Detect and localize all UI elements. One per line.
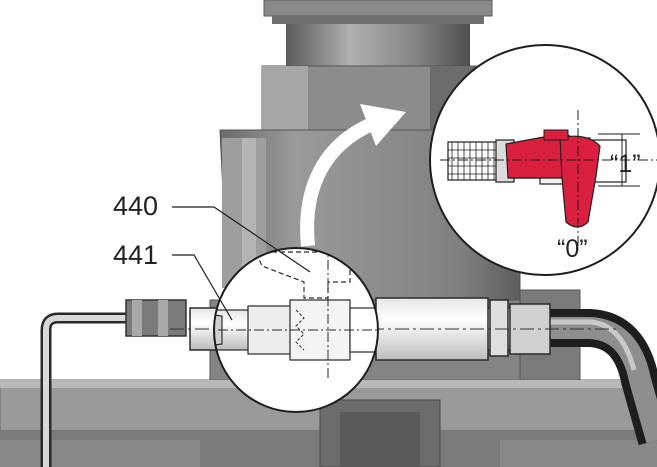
callouts: 440 441	[113, 191, 311, 321]
callout-label-440: 440	[113, 191, 158, 221]
leader-line-441	[172, 254, 233, 321]
detail-circle-large: “1” “0”	[429, 44, 657, 276]
leader-line-440	[172, 206, 311, 273]
callout-label-441: 441	[113, 240, 158, 270]
position-label-closed: “0”	[557, 235, 588, 263]
left-tube	[40, 299, 187, 467]
position-label-open: “1”	[610, 150, 641, 178]
right-hose	[540, 309, 657, 446]
curved-arrow-icon	[300, 104, 406, 247]
